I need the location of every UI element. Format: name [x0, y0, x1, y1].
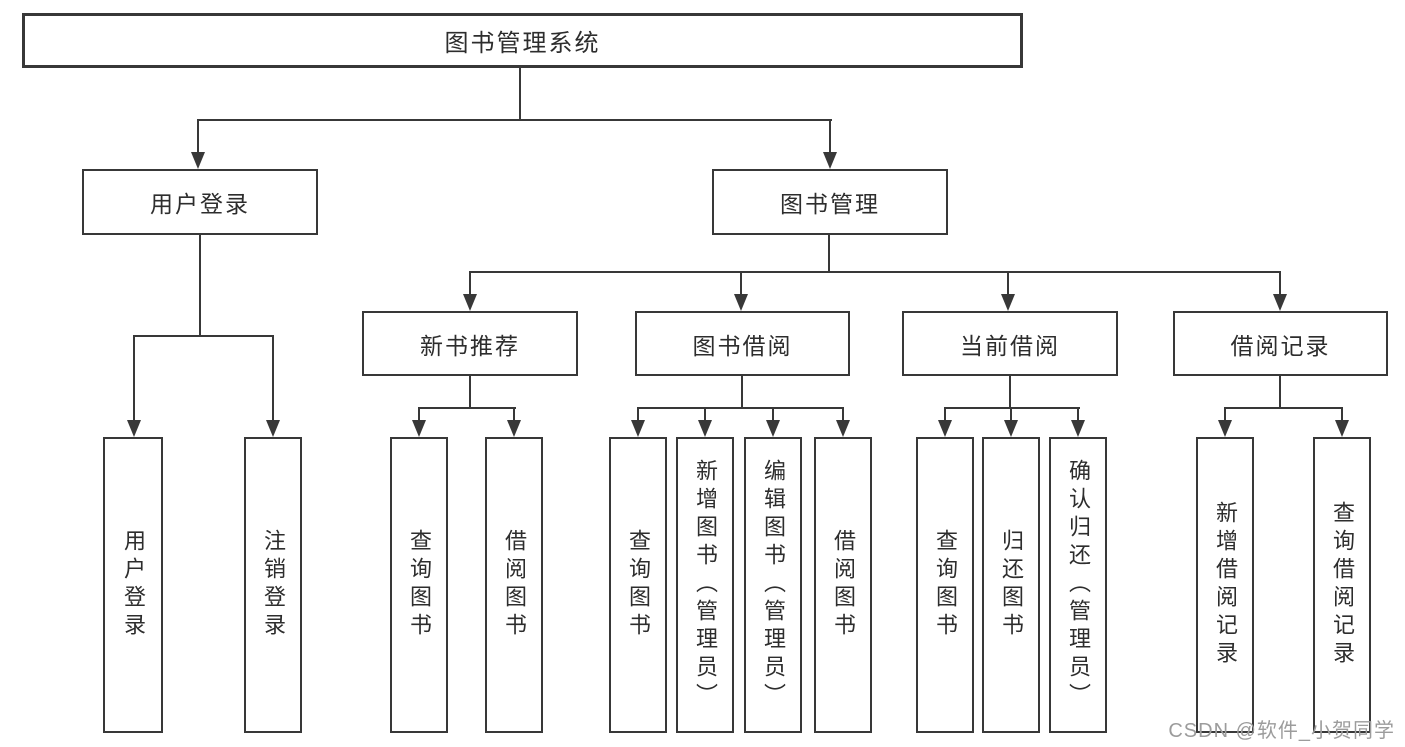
node-user-login: 用户登录 [82, 169, 318, 235]
connector-line [1279, 271, 1281, 296]
connector-line [199, 235, 201, 337]
leaf-confirm-return-admin: 确认归还（管理员） [1049, 437, 1107, 733]
arrowhead-down-icon [1001, 294, 1015, 311]
arrowhead-down-icon [766, 420, 780, 437]
node-borrowing-records: 借阅记录 [1173, 311, 1388, 376]
leaf-user-login: 用户登录 [103, 437, 163, 733]
connector-line [1224, 407, 1226, 422]
node-current-borrowing: 当前借阅 [902, 311, 1118, 376]
connector-line [740, 271, 742, 296]
connector-line [469, 271, 1281, 273]
arrowhead-down-icon [938, 420, 952, 437]
arrowhead-down-icon [1273, 294, 1287, 311]
connector-line [1224, 407, 1343, 409]
connector-line [469, 271, 471, 296]
connector-line [1007, 271, 1009, 296]
arrowhead-down-icon [823, 152, 837, 169]
node-new-book-recommendation: 新书推荐 [362, 311, 578, 376]
connector-line [829, 119, 831, 153]
connector-line [944, 407, 946, 422]
arrowhead-down-icon [463, 294, 477, 311]
arrowhead-down-icon [698, 420, 712, 437]
connector-line [842, 407, 844, 422]
arrowhead-down-icon [1004, 420, 1018, 437]
watermark: CSDN @软件_小贺同学 [1168, 720, 1395, 742]
leaf-borrow-books-recommend: 借阅图书 [485, 437, 543, 733]
connector-line [1009, 375, 1011, 409]
connector-line [418, 407, 516, 409]
connector-line [519, 68, 521, 120]
connector-line [133, 335, 135, 421]
connector-line [133, 335, 274, 337]
arrowhead-down-icon [412, 420, 426, 437]
leaf-query-books-borrowing: 查询图书 [609, 437, 667, 733]
arrowhead-down-icon [836, 420, 850, 437]
arrowhead-down-icon [1335, 420, 1349, 437]
connector-line [1077, 407, 1079, 422]
leaf-add-books-admin: 新增图书（管理员） [676, 437, 734, 733]
leaf-edit-books-admin: 编辑图书（管理员） [744, 437, 802, 733]
connector-line [469, 375, 471, 409]
connector-line [828, 235, 830, 273]
leaf-query-books-current: 查询图书 [916, 437, 974, 733]
connector-line [1341, 407, 1343, 422]
leaf-add-borrow-record: 新增借阅记录 [1196, 437, 1254, 733]
connector-line [1279, 375, 1281, 409]
connector-line [1010, 407, 1012, 422]
arrowhead-down-icon [734, 294, 748, 311]
connector-line [772, 407, 774, 422]
arrowhead-down-icon [631, 420, 645, 437]
connector-line [197, 119, 199, 153]
arrowhead-down-icon [1071, 420, 1085, 437]
connector-line [513, 407, 515, 422]
connector-line [272, 335, 274, 421]
arrowhead-down-icon [127, 420, 141, 437]
connector-line [704, 407, 706, 422]
arrowhead-down-icon [507, 420, 521, 437]
node-book-borrowing: 图书借阅 [635, 311, 850, 376]
connector-line [637, 407, 639, 422]
connector-line [418, 407, 420, 422]
arrowhead-down-icon [191, 152, 205, 169]
connector-line [944, 407, 1080, 409]
leaf-logout-login: 注销登录 [244, 437, 302, 733]
connector-line [741, 375, 743, 409]
arrowhead-down-icon [266, 420, 280, 437]
node-book-management: 图书管理 [712, 169, 948, 235]
leaf-return-books: 归还图书 [982, 437, 1040, 733]
leaf-query-borrow-record: 查询借阅记录 [1313, 437, 1371, 733]
leaf-query-books-recommend: 查询图书 [390, 437, 448, 733]
connector-line [197, 119, 832, 121]
connector-line [637, 407, 844, 409]
leaf-borrow-books-borrowing: 借阅图书 [814, 437, 872, 733]
node-library-system: 图书管理系统 [22, 13, 1023, 68]
arrowhead-down-icon [1218, 420, 1232, 437]
